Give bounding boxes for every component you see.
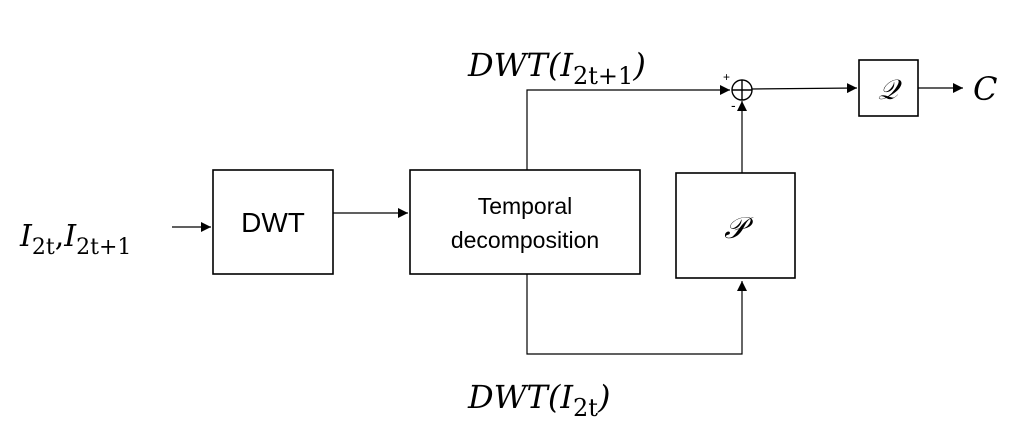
plus-sign: + bbox=[723, 70, 730, 84]
quantizer-symbol: 𝒬 bbox=[878, 73, 902, 106]
input-signal-label: I2t,I2t+1 bbox=[19, 219, 131, 260]
odd-frame-label: DWT(I2t+1) bbox=[467, 46, 646, 90]
predictor-block: 𝒫 bbox=[675, 172, 796, 279]
dwt-block: DWT bbox=[212, 169, 334, 275]
even-frame-label: DWT(I2t) bbox=[467, 378, 610, 422]
summing-junction: + - bbox=[723, 70, 753, 113]
quantizer-block: 𝒬 bbox=[858, 59, 919, 117]
even-frame-path bbox=[526, 274, 747, 355]
temporal-decomposition-block: Temporal decomposition bbox=[409, 169, 641, 275]
dwt-block-label: DWT bbox=[241, 207, 305, 238]
sum-to-quantizer-arrow bbox=[751, 83, 858, 94]
output-label: C bbox=[973, 70, 997, 108]
temporal-label-line1: Temporal bbox=[478, 193, 573, 219]
odd-frame-path bbox=[526, 85, 730, 170]
minus-sign: - bbox=[731, 97, 736, 113]
temporal-label-line2: decomposition bbox=[451, 227, 599, 253]
